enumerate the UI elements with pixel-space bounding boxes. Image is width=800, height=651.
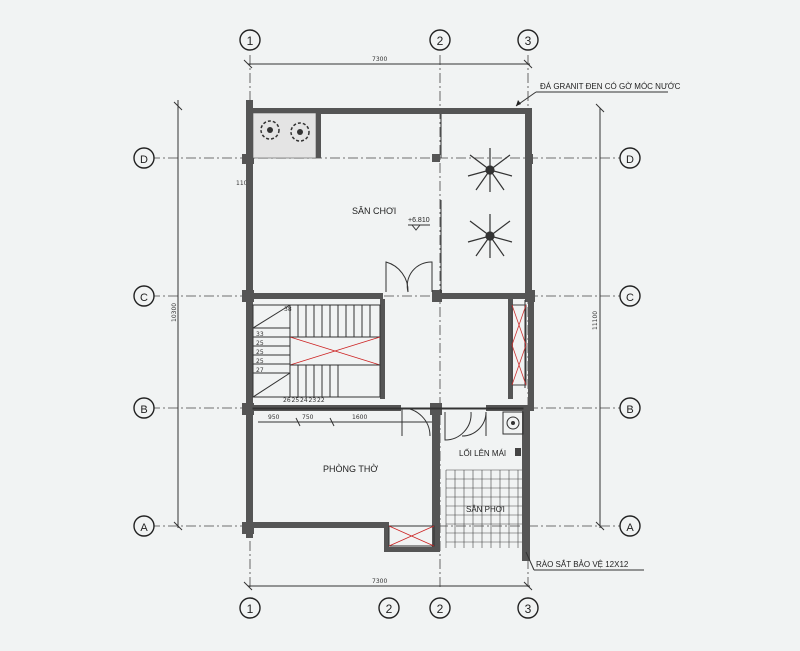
staircase xyxy=(252,304,381,398)
walls xyxy=(242,100,535,561)
stair-step-label: 33 xyxy=(256,331,264,338)
dim-110: 110 xyxy=(236,180,248,187)
axis-bubble-bottom-3: 3 xyxy=(517,597,539,619)
axis-bubble-left-a: A xyxy=(133,515,155,537)
room-label-san-choi: SÂN CHƠI xyxy=(352,206,396,216)
axis-bubble-bottom-2a: 2 xyxy=(378,597,400,619)
axis-bubble-right-c: C xyxy=(619,285,641,307)
stair-step-label: 25 xyxy=(292,397,300,404)
stair-step-label: 26 xyxy=(283,397,291,404)
axis-bubble-left-d: D xyxy=(133,147,155,169)
axis-bubble-right-a: A xyxy=(619,515,641,537)
svg-text:2: 2 xyxy=(437,602,444,616)
svg-text:D: D xyxy=(626,154,634,166)
outlines xyxy=(252,114,527,547)
dim-950: 950 xyxy=(268,414,280,421)
svg-text:1: 1 xyxy=(247,602,254,616)
axis-bubble-left-c: C xyxy=(133,285,155,307)
terrace-door xyxy=(385,261,433,293)
dim-left-total: 10300 xyxy=(171,303,178,322)
tree-symbol-upper xyxy=(467,148,513,192)
svg-text:3: 3 xyxy=(525,34,532,48)
stair-step-label: 25 xyxy=(256,358,264,365)
dim-1600: 1600 xyxy=(352,414,367,421)
stair-step-label: 25 xyxy=(256,340,264,347)
roof-access-door xyxy=(461,411,487,437)
stair-step-label: 22 xyxy=(317,397,325,404)
appliance-icon xyxy=(502,411,524,456)
stair-step-label: 24 xyxy=(300,397,308,404)
shrine-room-door xyxy=(401,407,472,441)
axis-bubble-right-d: D xyxy=(619,147,641,169)
rail-note: RÀO SẮT BẢO VỆ 12X12 xyxy=(536,560,629,569)
svg-text:C: C xyxy=(626,292,634,304)
granite-note: ĐÁ GRANIT ĐEN CÓ GỜ MÓC NƯỚC xyxy=(540,82,681,91)
svg-text:D: D xyxy=(140,154,148,166)
drying-yard-tiles xyxy=(445,469,522,548)
stair-step-label: 23 xyxy=(309,397,317,404)
svg-text:A: A xyxy=(626,522,634,534)
stair-step-label: 27 xyxy=(256,367,264,374)
room-label-loi-len-mai: LỐI LÊN MÁI xyxy=(459,448,506,458)
rail-note-leader xyxy=(525,551,644,571)
axis-bubble-top-1: 1 xyxy=(239,29,261,51)
dimension-lines xyxy=(173,59,605,591)
svg-text:2: 2 xyxy=(386,602,393,616)
stair-step-label: 25 xyxy=(256,349,264,356)
dim-top-total: 7300 xyxy=(372,56,387,63)
dim-750: 750 xyxy=(302,414,314,421)
dim-bottom-total: 7300 xyxy=(372,578,387,585)
stair-left-steps: 33 25 25 25 27 xyxy=(256,331,264,374)
axis-bubble-right-b: B xyxy=(619,397,641,419)
planter-box xyxy=(252,112,317,159)
grid-lines xyxy=(150,55,625,590)
room-label-san-phoi: SÂN PHƠI xyxy=(466,505,505,514)
axis-bubble-top-2: 2 xyxy=(429,29,451,51)
svg-text:1: 1 xyxy=(247,34,254,48)
stair-step-38: 38 xyxy=(284,306,292,313)
svg-text:A: A xyxy=(140,522,148,534)
svg-text:2: 2 xyxy=(437,34,444,48)
axis-bubble-top-3: 3 xyxy=(517,29,539,51)
svg-text:C: C xyxy=(140,292,148,304)
axis-bubble-bottom-2b: 2 xyxy=(429,597,451,619)
room-label-phong-tho: PHÒNG THỜ xyxy=(323,464,378,474)
svg-text:B: B xyxy=(626,404,633,416)
level-mark: +6.810 xyxy=(408,217,430,224)
dim-right-total: 11100 xyxy=(592,311,599,330)
granite-note-leader xyxy=(515,91,668,107)
axis-bubble-bottom-1: 1 xyxy=(239,597,261,619)
tree-symbol-lower xyxy=(467,214,513,258)
svg-text:3: 3 xyxy=(525,602,532,616)
svg-text:B: B xyxy=(140,404,147,416)
axis-bubble-left-b: B xyxy=(133,397,155,419)
